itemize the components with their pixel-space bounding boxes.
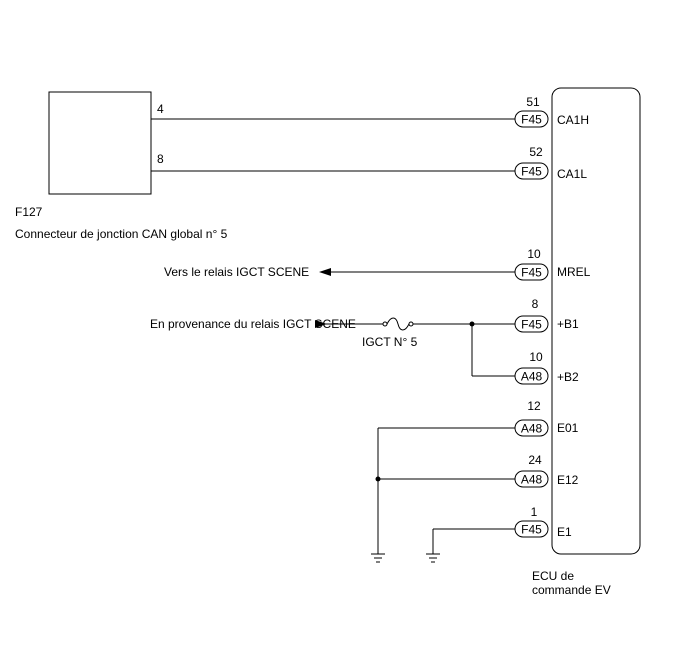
connector-pill <box>514 162 549 180</box>
ecu-name-line1: ECU de <box>532 569 574 583</box>
terminal-pin: 8 <box>532 297 539 311</box>
from-relay-label: En provenance du relais IGCT SCENE <box>150 317 356 331</box>
terminal-ca1l: 52 F45 CA1L <box>514 145 587 181</box>
connector-label: A48 <box>521 473 543 487</box>
to-relay-label: Vers le relais IGCT SCENE <box>164 265 309 279</box>
signal-label: +B2 <box>557 370 579 384</box>
terminal-pin: 12 <box>527 399 541 413</box>
connector-label: A48 <box>521 422 543 436</box>
connector-label: F45 <box>521 266 542 280</box>
signal-label: E12 <box>557 473 579 487</box>
signal-label: MREL <box>557 265 591 279</box>
connector-label: F45 <box>521 318 542 332</box>
connector-label: F45 <box>521 523 542 537</box>
connector-label: F45 <box>521 113 542 127</box>
signal-label: CA1L <box>557 167 587 181</box>
terminal-pin: 52 <box>529 145 543 159</box>
terminal-pin: 10 <box>529 350 543 364</box>
connector-pill <box>514 315 549 333</box>
connector-pill <box>514 419 549 437</box>
terminal-b2: 10 A48 +B2 <box>514 350 579 385</box>
ecu-name-line2: commande EV <box>532 583 611 597</box>
connector-pill <box>514 520 549 538</box>
terminal-mrel: 10 F45 MREL <box>514 247 591 281</box>
terminal-e1: 1 F45 E1 <box>514 505 572 539</box>
fuse-terminal-left <box>382 321 388 327</box>
connector-pill <box>514 367 549 385</box>
ecu-box <box>551 87 641 555</box>
junction-connector-id: F127 <box>15 205 43 219</box>
signal-label: E01 <box>557 421 579 435</box>
fuse-terminal-right <box>408 321 414 327</box>
signal-label: CA1H <box>557 113 589 127</box>
junction-connector-pin-bottom: 8 <box>157 152 164 166</box>
connector-pill <box>514 110 549 128</box>
junction-connector-name: Connecteur de jonction CAN global n° 5 <box>15 227 228 241</box>
connector-pill <box>514 470 549 488</box>
junction-connector-pin-top: 4 <box>157 102 164 116</box>
terminal-pin: 1 <box>531 505 538 519</box>
ground-icon <box>426 553 440 563</box>
fuse-label: IGCT N° 5 <box>362 335 418 349</box>
terminal-e01: 12 A48 E01 <box>514 399 579 437</box>
arrow-left-icon <box>319 268 331 276</box>
terminal-pin: 10 <box>527 247 541 261</box>
connector-label: A48 <box>521 370 543 384</box>
ground-icon <box>371 553 385 563</box>
terminal-e12: 24 A48 E12 <box>514 453 579 488</box>
connector-pill <box>514 263 549 281</box>
terminal-pin: 24 <box>528 453 542 467</box>
signal-label: +B1 <box>557 317 579 331</box>
terminal-b1: 8 F45 +B1 <box>514 297 579 333</box>
connector-label: F45 <box>521 165 542 179</box>
fuse-icon <box>386 317 410 331</box>
signal-label: E1 <box>557 525 572 539</box>
junction-connector-box <box>48 91 152 195</box>
terminal-pin: 51 <box>526 95 540 109</box>
terminal-ca1h: 51 F45 CA1H <box>514 95 589 128</box>
